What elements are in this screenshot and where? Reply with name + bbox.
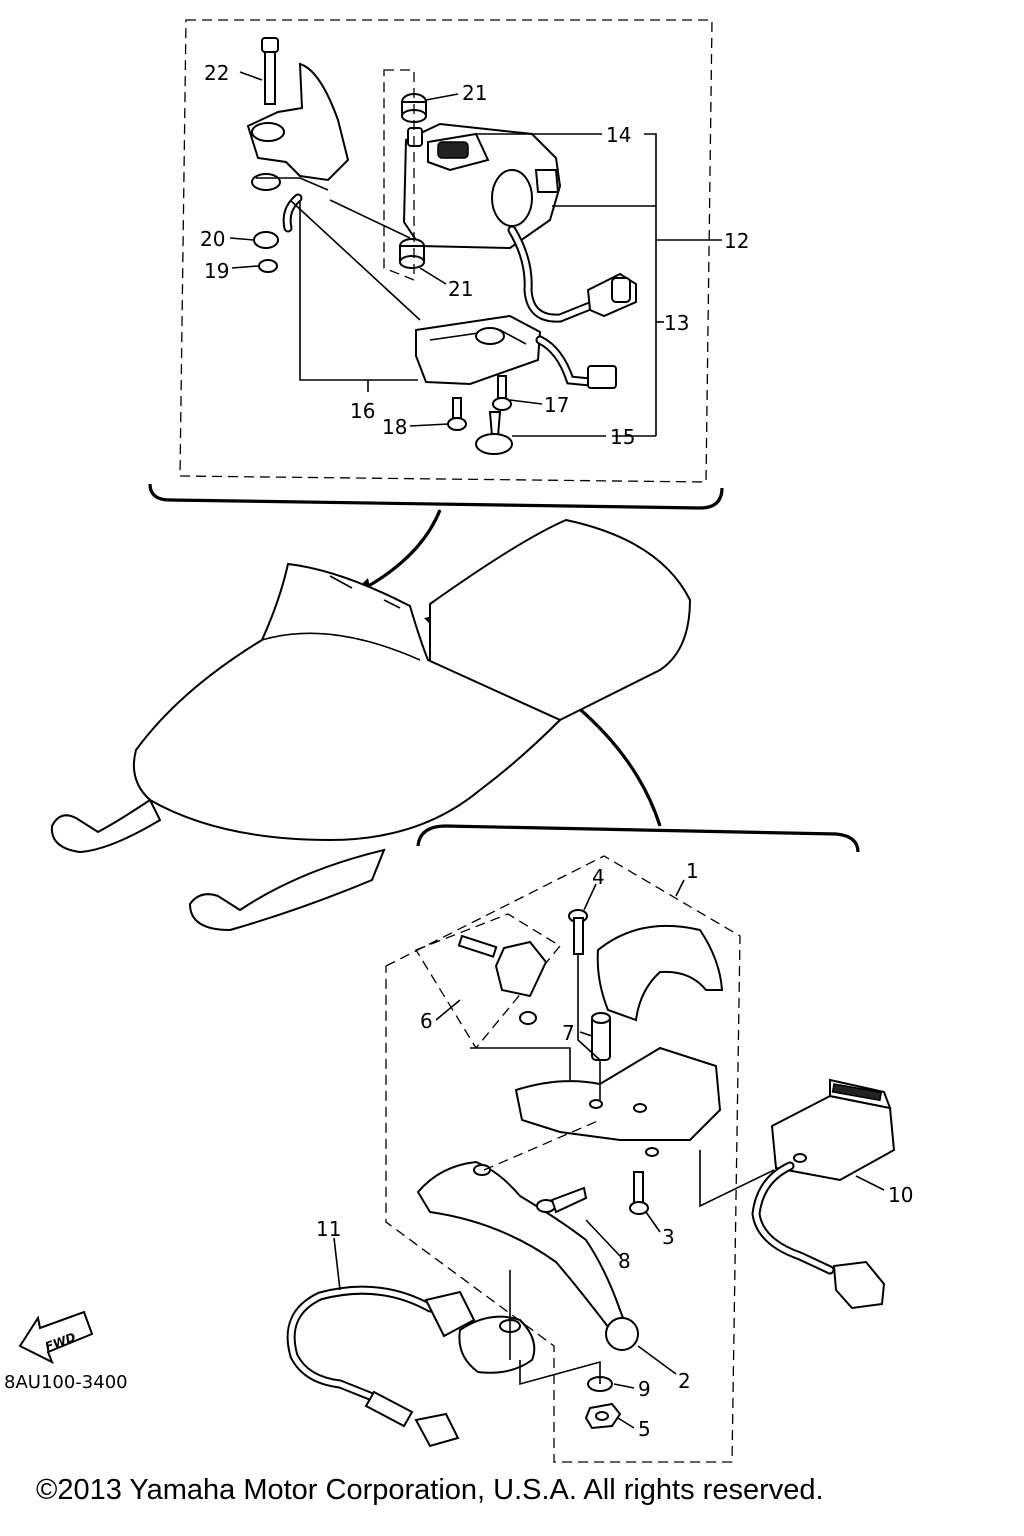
- part-10-switch-unit: [751, 1078, 896, 1310]
- callout-17: 17: [544, 393, 569, 417]
- part-17-screw: [492, 375, 512, 411]
- callout-22: 22: [204, 61, 229, 85]
- part-20-washer: [253, 231, 279, 249]
- grommet-group-dash: [383, 69, 415, 281]
- callout-5: 5: [638, 1417, 651, 1441]
- part-14-throttle-housing: [402, 122, 562, 250]
- snowmobile-ski-left: [50, 798, 162, 854]
- part-18-screw: [447, 397, 467, 431]
- callout-6: 6: [420, 1009, 433, 1033]
- top-inset-dashed-frame: [179, 19, 713, 483]
- part-4-screw: [568, 909, 588, 955]
- callout-21-bottom: 21: [448, 277, 473, 301]
- callout-11: 11: [316, 1217, 341, 1241]
- callout-1: 1: [686, 859, 699, 883]
- part-19-lock-washer: [258, 259, 278, 273]
- callout-2: 2: [678, 1369, 691, 1393]
- copyright-notice: ©2013 Yamaha Motor Corporation, U.S.A. A…: [36, 1474, 824, 1506]
- part-3-screw: [629, 1171, 649, 1215]
- part-16-cover: [415, 314, 617, 389]
- bottom-inset-dashed-frame: [385, 855, 741, 1463]
- callout-21-top: 21: [462, 81, 487, 105]
- callout-19: 19: [204, 259, 229, 283]
- part-22-bolt: [261, 37, 279, 105]
- callout-7: 7: [562, 1021, 575, 1045]
- top-inset-bracket-curve: [148, 483, 724, 510]
- lever-bracket: [514, 1046, 722, 1141]
- callout-3: 3: [662, 1225, 675, 1249]
- throttle-housing-assembly-inset: 22 21 14 12 20 19 21 13 16 17 18 15: [148, 19, 749, 510]
- part-11-brake-switch-cable: [286, 1285, 536, 1448]
- part-16-bracket: [246, 62, 350, 233]
- part-8-screw: [536, 1186, 588, 1214]
- part-21-grommet-bottom: [399, 238, 425, 269]
- callout-15: 15: [610, 425, 635, 449]
- callout-16: 16: [350, 399, 375, 423]
- catalog-code: 8AU100-3400: [4, 1372, 128, 1393]
- callout-4: 4: [592, 865, 605, 889]
- part-6-brake-switch: [457, 934, 548, 1025]
- part-7-collar: [591, 1012, 611, 1061]
- callout-20: 20: [200, 227, 225, 251]
- callout-14: 14: [606, 123, 631, 147]
- clamp-cap: [596, 924, 724, 1022]
- snowmobile-hood: [132, 562, 562, 842]
- bottom-inset-bracket-curve: [416, 824, 860, 853]
- callout-12: 12: [724, 229, 749, 253]
- callout-13: 13: [664, 311, 689, 335]
- part-5-nut: [584, 1402, 622, 1430]
- lever-to-bracket-dash: [483, 1119, 601, 1171]
- fwd-arrow-icon: FWD: [18, 1310, 94, 1365]
- brake-lever-assembly-inset: 1 4 6 7 10 3 8 11 2 9 5: [286, 824, 913, 1463]
- part-15-screw: [475, 411, 513, 455]
- part-2-brake-lever: [416, 1160, 628, 1334]
- callout-10: 10: [888, 1183, 913, 1207]
- callout-8: 8: [618, 1249, 631, 1273]
- part-6-group-dash: [415, 913, 561, 1050]
- part-13-throttle-switch-cable: [507, 225, 637, 323]
- callout-9: 9: [638, 1377, 651, 1401]
- snowmobile-ski-right: [188, 848, 386, 932]
- callout-18: 18: [382, 415, 407, 439]
- snowmobile-illustration: [50, 509, 692, 932]
